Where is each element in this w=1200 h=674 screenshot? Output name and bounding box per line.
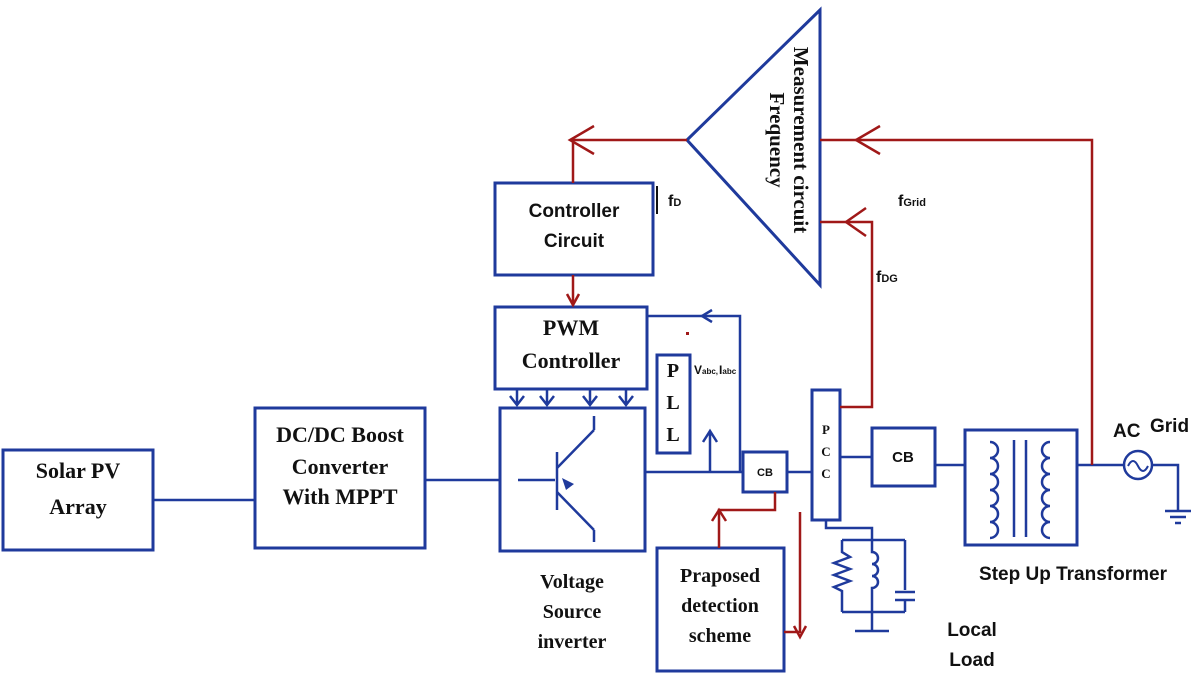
fgrid-main: f xyxy=(898,193,904,210)
controller-circuit-block: Controller Circuit xyxy=(493,181,655,277)
pll-label-1: P xyxy=(667,360,679,382)
detection-label-3: scheme xyxy=(689,625,751,647)
vabc-main: V xyxy=(694,363,702,377)
pcc-label-2: C xyxy=(821,444,830,459)
power-wiring xyxy=(153,308,1124,540)
inverter-label-3: inverter xyxy=(538,631,607,653)
fgrid-sub: Grid xyxy=(903,197,926,209)
inverter-label-2: Source xyxy=(543,601,602,623)
ac-grid-source xyxy=(1122,449,1191,525)
cb-left-label: CB xyxy=(757,467,773,479)
detection-label-1: Praposed xyxy=(680,565,760,587)
feedback-wiring xyxy=(565,124,1094,640)
solar-pv-label-2: Array xyxy=(49,494,106,519)
local-load-label-2: Load xyxy=(949,650,994,671)
pwm-label-1: PWM xyxy=(543,315,599,340)
frequency-measurement-block: Frequency Measurement circuit xyxy=(684,6,822,289)
gating-arrows xyxy=(509,390,634,408)
cb-right-block: CB xyxy=(870,426,937,488)
transformer-block xyxy=(963,428,1079,547)
inverter-label-1: Voltage xyxy=(540,571,604,593)
cb-left-block: CB xyxy=(741,450,789,494)
vabc-iabc-signal-label: Vabc,Iabc xyxy=(694,363,737,377)
pcc-label-3: C xyxy=(821,466,830,481)
stray-mark xyxy=(686,332,689,335)
pll-label-2: L xyxy=(666,392,679,414)
inverter-block xyxy=(498,406,647,553)
solar-pv-label-1: Solar PV xyxy=(36,458,121,483)
iabc-sub: abc xyxy=(722,367,736,376)
fdg-main: f xyxy=(876,269,882,286)
controller-label-2: Circuit xyxy=(544,231,605,252)
pll-block: P L L xyxy=(655,353,692,455)
fdg-signal-label: fDG xyxy=(876,269,898,286)
vabc-sub: abc, xyxy=(702,367,718,376)
controller-label-1: Controller xyxy=(529,201,620,222)
fgrid-signal-label: fGrid xyxy=(898,193,926,210)
pcc-block: P C C xyxy=(810,388,842,522)
grid-label: Grid xyxy=(1150,416,1189,437)
cb-right-label: CB xyxy=(892,449,914,466)
fd-signal-label: fD xyxy=(656,186,681,214)
dcdc-label-3: With MPPT xyxy=(282,484,397,509)
pll-label-3: L xyxy=(666,424,679,446)
detection-label-2: detection xyxy=(681,595,759,617)
pwm-controller-block: PWM Controller xyxy=(493,305,649,391)
frequency-label-1: Frequency xyxy=(765,92,789,188)
iabc-main: I xyxy=(719,363,722,377)
pcc-label-1: P xyxy=(822,422,830,437)
pwm-label-2: Controller xyxy=(522,348,621,373)
dcdc-converter-block: DC/DC Boost Converter With MPPT xyxy=(253,406,427,550)
fdg-sub: DG xyxy=(881,273,898,285)
detection-scheme-block: Praposed detection scheme xyxy=(655,546,786,673)
frequency-label-2: Measurement circuit xyxy=(789,47,813,233)
fd-sub: D xyxy=(673,197,681,209)
local-load xyxy=(830,538,915,633)
solar-pv-block: Solar PV Array xyxy=(1,448,155,552)
svg-text:fD: fD xyxy=(668,193,681,210)
dcdc-label-1: DC/DC Boost xyxy=(276,422,404,447)
local-load-label-1: Local xyxy=(947,620,997,641)
grid-ac-label: AC xyxy=(1113,421,1141,442)
dcdc-label-2: Converter xyxy=(292,454,389,479)
transformer-label: Step Up Transformer xyxy=(979,564,1168,585)
fd-main: f xyxy=(668,193,674,210)
